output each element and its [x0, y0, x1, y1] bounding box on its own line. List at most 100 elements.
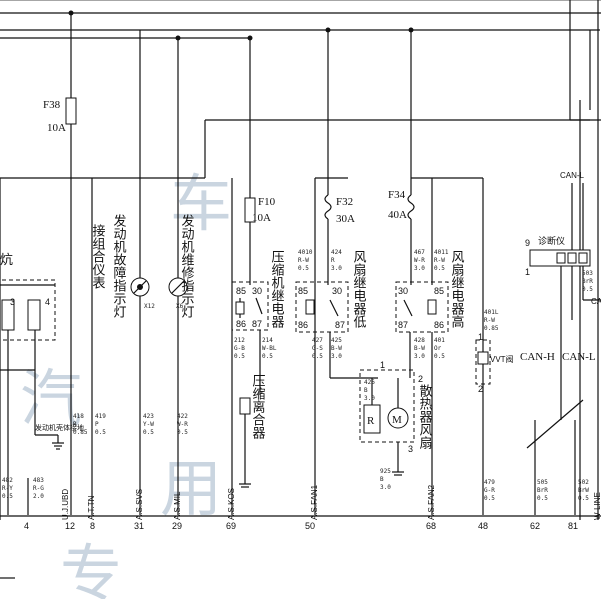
wire-426-color: B	[364, 387, 368, 394]
relay-pin: 87	[335, 320, 345, 330]
ecu-signal-2: A.S.SVS	[135, 489, 144, 520]
sensor-right	[27, 299, 41, 331]
wire-419-num: 419	[95, 413, 106, 420]
wire-426-num: 426	[364, 379, 375, 386]
watermark-char: 汽	[20, 362, 82, 435]
wire-502-num: 502	[578, 479, 589, 486]
vvt-valve-icon	[477, 351, 489, 365]
ecu-pin-5: 50	[305, 521, 315, 531]
relay-pin: 86	[236, 319, 246, 329]
watermark-char: 车	[170, 167, 232, 240]
vvt-valve-box	[475, 339, 491, 385]
cluster-label: 接组合仪表	[90, 223, 106, 289]
wire-401l-num: 401L	[484, 309, 499, 316]
compressor-relay-label: 压缩机继电器	[269, 250, 285, 329]
connector-x12: X12	[144, 303, 155, 310]
wire-419-size: 0.5	[95, 429, 106, 436]
f34-rating: 40A	[388, 209, 407, 221]
wire-925-num: 925	[380, 468, 391, 475]
vvt-valve-label: VVT阀	[490, 355, 514, 364]
engine-service-lamp-label: 发动机维修指示灯	[179, 213, 195, 319]
watermark-char: 专	[60, 537, 122, 599]
wire-212-color: G-B	[234, 345, 245, 352]
wire-4011-color: R-W	[434, 257, 445, 264]
wire-482-color: R-Y	[2, 485, 13, 492]
wire-479-size: 0.5	[484, 495, 495, 502]
relay-pin: 86	[298, 320, 308, 330]
connector-x6: X6	[176, 303, 184, 310]
ecu-signal-10: W-LINE	[593, 492, 601, 520]
ecu-signal-5: A.S.FAN1	[310, 484, 319, 520]
fan-relay-low-label: 风扇继电器低	[351, 250, 367, 329]
fan-relay-low-box	[295, 281, 349, 333]
wire-479-color: G-R	[484, 487, 495, 494]
wire-401l-size: 0.85	[484, 325, 499, 332]
can-l-label: CAN-L	[562, 351, 596, 363]
ecu-pin-1: 8	[90, 521, 95, 531]
ecu-pin-8: 62	[530, 521, 540, 531]
wire-502-size: 0.5	[578, 495, 589, 502]
ecu-signal-3: A.S.MIL	[173, 491, 182, 520]
fan-relay-high-box	[395, 281, 449, 333]
compressor-clutch-label: 压缩离合器	[250, 374, 266, 440]
wire-401-size: 0.5	[434, 353, 445, 360]
wire-422-color: W-R	[177, 421, 188, 428]
ecu-pin-7: 48	[478, 521, 488, 531]
wire-925-color: B	[380, 476, 384, 483]
wire-212-num: 212	[234, 337, 245, 344]
wire-401-color: Or	[434, 345, 442, 352]
wire-423-size: 0.5	[143, 429, 154, 436]
wire-401-num: 401	[434, 337, 445, 344]
wire-425-num: 425	[331, 337, 342, 344]
wire-424-color: R	[331, 257, 335, 264]
wire-4010-color: R-W	[298, 257, 309, 264]
f32-fuse	[324, 194, 332, 220]
wire-214-size: 0.5	[262, 353, 273, 360]
diagnostic-label: 诊断仪	[538, 235, 565, 246]
wire-428-color: B-W	[414, 345, 425, 352]
body-ground-label: 发动机壳体接地	[35, 423, 84, 432]
wire-424-num: 424	[331, 249, 342, 256]
can-l-top-label: CAN-L	[560, 171, 585, 180]
sensor-group-box	[0, 279, 56, 341]
wire-483-num: 483	[33, 477, 44, 484]
relay-pin: 87	[252, 319, 262, 329]
ecu-pin-0: 12	[65, 521, 75, 531]
relay-pin: 86	[434, 320, 444, 330]
wire-426-size: 3.0	[364, 395, 375, 402]
ecu-pin-6: 68	[426, 521, 436, 531]
wire-503-num: 503	[582, 270, 593, 277]
relay-switch	[329, 299, 339, 317]
can-h-label: CAN-H	[520, 351, 555, 363]
wire-401l-color: R-W	[484, 317, 495, 324]
relay-coil	[305, 299, 315, 315]
f10-fuse	[244, 197, 256, 223]
sensor-pin-4: 4	[45, 297, 50, 307]
fan-pin-1: 1	[380, 360, 385, 370]
f10-id: F10	[258, 196, 276, 208]
wire-418-size: 0.85	[73, 429, 88, 436]
engine-fault-lamp-label: 发动机故障指示灯	[111, 213, 127, 319]
wire-4011-num: 4011	[434, 249, 449, 256]
vvt-pin-2: 2	[478, 384, 483, 394]
wire-479-num: 479	[484, 479, 495, 486]
wire-419-color: P	[95, 421, 99, 428]
f34-id: F34	[388, 189, 406, 201]
relay-pin: 87	[398, 320, 408, 330]
radiator-fan-label: 散热器风扇	[417, 384, 433, 449]
sensor-pin-3: 3	[10, 297, 15, 307]
f10-rating: 10A	[252, 212, 271, 224]
wire-503-size: 0.5	[582, 286, 593, 293]
wire-482-num: 482	[2, 477, 13, 484]
ecu-pin-9: 81	[568, 521, 578, 531]
relay-coil	[235, 301, 245, 315]
relay-pin: 85	[298, 286, 308, 296]
left-partial-label: 炕	[0, 253, 13, 268]
fan-pin-2: 2	[418, 374, 423, 384]
fan-resistor-symbol: R	[367, 415, 375, 427]
relay-switch	[255, 297, 263, 315]
relay-pin: 30	[398, 286, 408, 296]
ecu-pin-4: 69	[226, 521, 236, 531]
diag-pin-1: 1	[525, 267, 530, 277]
